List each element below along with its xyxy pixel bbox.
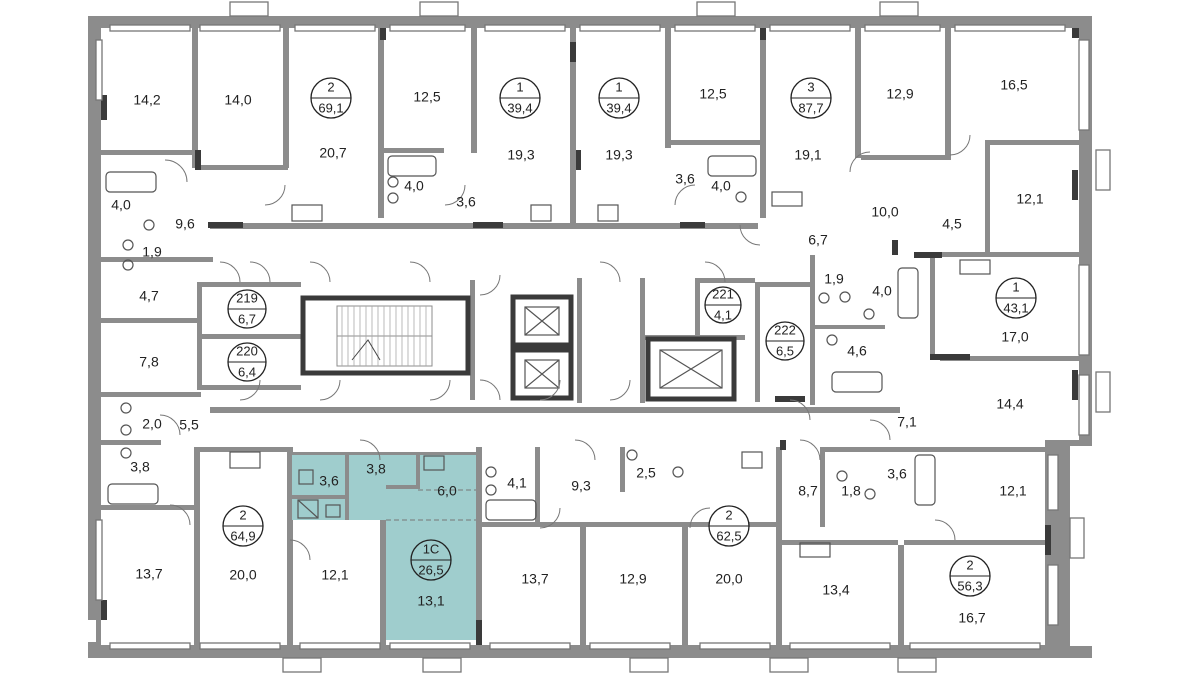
room-area: 19,3 [507,147,534,163]
room-area: 7,1 [897,414,917,430]
room-area: 16,7 [958,610,985,626]
room-area: 6,7 [808,232,828,248]
apartment-marker-1-39-a[interactable]: 1 39,4 [499,77,541,119]
marker-area: 39,4 [606,100,631,115]
room-area: 7,8 [139,354,159,370]
marker-number: 3 [807,79,814,94]
marker-area: 87,7 [798,100,823,115]
room-area-labels: 14,2 14,0 20,7 12,5 19,3 19,3 12,5 19,1 … [111,77,1044,626]
storage-number: 219 [236,290,258,305]
staircase [300,295,471,376]
room-area: 6,0 [437,483,457,499]
room-area: 4,0 [404,178,424,194]
apartment-marker-2-69[interactable]: 2 69,1 [310,77,352,119]
marker-area: 43,1 [1003,300,1028,315]
marker-number: 2 [239,507,246,522]
room-area: 3,6 [887,466,907,482]
room-area: 19,3 [605,147,632,163]
storage-area: 6,7 [238,311,256,326]
room-area: 4,0 [111,197,131,213]
room-area: 10,0 [871,204,898,220]
apartment-marker-1-43[interactable]: 1 43,1 [995,277,1037,319]
room-area: 17,0 [1001,329,1028,345]
room-area: 1,8 [841,483,861,499]
marker-area: 39,4 [507,100,532,115]
room-area: 8,7 [798,483,818,499]
room-area: 4,0 [711,178,731,194]
room-area: 9,3 [571,478,591,494]
marker-number: 1С [423,541,440,556]
room-area: 14,2 [133,92,160,108]
marker-area: 64,9 [230,528,255,543]
room-area: 9,6 [175,216,195,232]
room-area: 12,9 [886,86,913,102]
storage-area: 4,1 [714,307,732,322]
room-area: 4,0 [872,283,892,299]
room-area: 4,6 [847,343,867,359]
room-area: 3,6 [456,194,476,210]
room-area: 12,1 [999,483,1026,499]
dark-wall-accents [101,28,1079,645]
bottom-left-notch [82,620,96,642]
marker-number: 1 [1012,279,1019,294]
room-area: 12,5 [413,89,440,105]
elevators [510,294,737,402]
marker-number: 1 [615,79,622,94]
storage-area: 6,5 [776,343,794,358]
storage-number: 222 [774,322,796,337]
apartment-marker-1c[interactable]: 1С 26,5 [410,539,452,581]
room-area: 13,1 [417,593,444,609]
door-swings [159,134,971,561]
room-area: 20,0 [229,567,256,583]
storage-number: 221 [712,286,734,301]
room-area: 19,1 [794,147,821,163]
room-area: 2,0 [142,416,162,432]
storage-number: 220 [236,343,258,358]
room-area: 4,1 [507,475,527,491]
room-area: 3,8 [366,461,386,477]
storage-room-222[interactable]: 222 6,5 [765,321,805,361]
room-area: 14,0 [224,92,251,108]
storage-area: 6,4 [238,364,256,379]
room-area: 13,7 [135,566,162,582]
room-area: 1,9 [142,244,162,260]
apartment-marker-2-64[interactable]: 2 64,9 [222,505,264,547]
room-area: 20,7 [319,145,346,161]
room-area: 12,5 [699,86,726,102]
room-area: 14,4 [996,396,1023,412]
room-area: 4,5 [942,216,962,232]
storage-room-219[interactable]: 219 6,7 [227,289,267,329]
marker-number: 2 [966,557,973,572]
room-area: 2,5 [636,465,656,481]
plumbing-fixtures [105,155,991,558]
room-area: 3,8 [130,459,150,475]
marker-area: 56,3 [957,578,982,593]
room-area: 13,7 [521,571,548,587]
marker-number: 2 [327,79,334,94]
room-area: 13,4 [822,582,849,598]
marker-area: 26,5 [418,562,443,577]
room-area: 12,1 [1016,191,1043,207]
marker-area: 62,5 [716,528,741,543]
room-area: 3,6 [675,171,695,187]
room-area: 12,9 [619,571,646,587]
room-area: 12,1 [321,567,348,583]
marker-number: 2 [725,507,732,522]
room-area: 16,5 [1000,77,1027,93]
room-area: 4,7 [139,288,159,304]
apartment-marker-3-87[interactable]: 3 87,7 [790,77,832,119]
apartment-marker-1-39-b[interactable]: 1 39,4 [598,77,640,119]
marker-number: 1 [516,79,523,94]
marker-area: 69,1 [318,100,343,115]
room-area: 1,9 [824,271,844,287]
room-area: 5,5 [179,417,199,433]
room-area: 3,6 [319,473,339,489]
apartment-marker-2-62[interactable]: 2 62,5 [708,505,750,547]
storage-room-221[interactable]: 221 4,1 [704,286,742,324]
storage-room-220[interactable]: 220 6,4 [227,342,267,382]
apartment-marker-2-56[interactable]: 2 56,3 [949,555,991,597]
room-area: 20,0 [715,571,742,587]
windows [95,1,1111,673]
